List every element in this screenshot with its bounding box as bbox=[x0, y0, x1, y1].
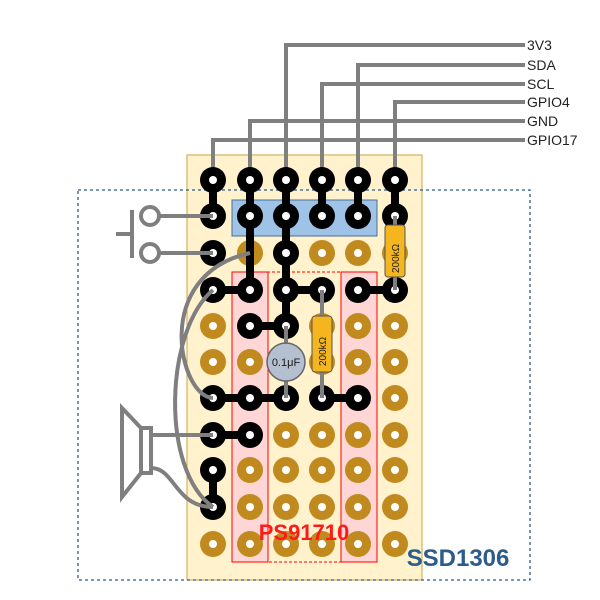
capacitor-icon bbox=[266, 342, 306, 382]
pad-hole bbox=[282, 466, 290, 474]
resistor-icon bbox=[311, 315, 333, 373]
oled-module-outline bbox=[77, 189, 531, 581]
pad-hole bbox=[354, 394, 362, 402]
pad-hole bbox=[391, 540, 399, 548]
module-label: SSD1306 bbox=[407, 545, 510, 572]
pad-hole bbox=[318, 431, 326, 439]
pad-hole bbox=[282, 540, 290, 548]
pad-hole bbox=[391, 503, 399, 511]
pad-hole bbox=[391, 176, 399, 184]
wire-label-sda: SDA bbox=[527, 57, 556, 73]
pad-hole bbox=[391, 394, 399, 402]
pad-hole bbox=[246, 503, 254, 511]
pad-hole bbox=[354, 322, 362, 330]
pad-hole bbox=[209, 466, 217, 474]
pad-hole bbox=[246, 322, 254, 330]
loop-wires bbox=[173, 251, 251, 509]
pad-hole bbox=[282, 212, 290, 220]
pad-hole bbox=[354, 176, 362, 184]
chip-label: PS91710 bbox=[259, 520, 350, 545]
pad-hole bbox=[209, 176, 217, 184]
wire-label-gpio17: GPIO17 bbox=[527, 132, 578, 148]
resistor-2: 200kΩ bbox=[311, 290, 333, 398]
pad-hole bbox=[209, 322, 217, 330]
pad-hole bbox=[246, 286, 254, 294]
pad-hole bbox=[282, 249, 290, 257]
pad-hole bbox=[354, 431, 362, 439]
pad-hole bbox=[246, 176, 254, 184]
pad-hole bbox=[354, 249, 362, 257]
pad-hole bbox=[354, 212, 362, 220]
pad-hole bbox=[318, 249, 326, 257]
wire-label-gnd: GND bbox=[527, 113, 558, 129]
pad-grid bbox=[200, 240, 408, 557]
pad-hole bbox=[209, 540, 217, 548]
resistor-icon bbox=[384, 224, 406, 278]
wire-3v3 bbox=[284, 43, 525, 180]
resistor-1-label: 200kΩ bbox=[391, 243, 402, 273]
speaker-icon bbox=[120, 402, 214, 509]
pad-hole bbox=[391, 466, 399, 474]
pad-hole bbox=[282, 431, 290, 439]
pad-hole bbox=[354, 466, 362, 474]
pad-hole bbox=[282, 503, 290, 511]
pad-hole bbox=[354, 503, 362, 511]
pad-hole bbox=[354, 540, 362, 548]
pad-hole bbox=[246, 358, 254, 366]
pad-hole bbox=[318, 212, 326, 220]
solder-joints bbox=[200, 167, 408, 520]
pad-hole bbox=[354, 358, 362, 366]
push-button-icon bbox=[116, 205, 213, 264]
wire-label-gpio4: GPIO4 bbox=[527, 94, 570, 110]
pad-hole bbox=[318, 466, 326, 474]
wire-gnd bbox=[248, 119, 525, 180]
wire-labels: 3V3 SDA SCL GPIO4 GND GPIO17 bbox=[527, 37, 578, 148]
pad-hole bbox=[354, 286, 362, 294]
resistor-1: 200kΩ bbox=[384, 216, 406, 290]
capacitor: 0.1μF bbox=[266, 326, 306, 398]
pad-hole bbox=[209, 358, 217, 366]
pad-hole bbox=[391, 358, 399, 366]
wire-gpio4 bbox=[393, 100, 525, 180]
pad-hole bbox=[246, 540, 254, 548]
wire-gpio17 bbox=[211, 138, 525, 180]
wire-scl bbox=[320, 82, 525, 180]
pad-hole bbox=[246, 394, 254, 402]
pad-hole bbox=[318, 176, 326, 184]
wire-label-scl: SCL bbox=[527, 76, 554, 92]
pad-hole bbox=[318, 540, 326, 548]
resistor-2-label: 200kΩ bbox=[318, 336, 329, 366]
wire-label-3v3: 3V3 bbox=[527, 37, 552, 53]
pad-hole bbox=[318, 503, 326, 511]
signal-wires bbox=[211, 43, 525, 180]
pad-hole bbox=[282, 286, 290, 294]
pad-hole bbox=[391, 322, 399, 330]
pad-hole bbox=[391, 431, 399, 439]
capacitor-label: 0.1μF bbox=[272, 357, 301, 369]
pad-hole bbox=[246, 431, 254, 439]
pad-hole bbox=[282, 176, 290, 184]
pad-hole bbox=[246, 212, 254, 220]
pad-hole bbox=[246, 466, 254, 474]
